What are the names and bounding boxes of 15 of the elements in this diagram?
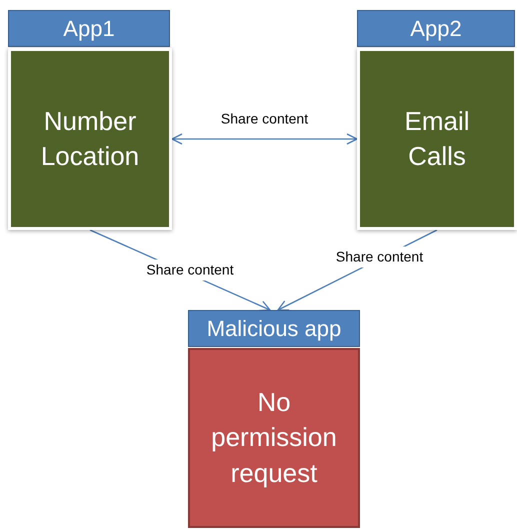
title-bar xyxy=(188,310,360,347)
box-text: Email Calls xyxy=(403,104,470,173)
box-text: Malicious app xyxy=(206,315,342,343)
content-box xyxy=(8,48,172,230)
box-text: App1 xyxy=(63,15,115,43)
edge-label: Share content xyxy=(334,246,426,268)
warning-box xyxy=(188,348,360,528)
content-box xyxy=(357,48,517,230)
box-text: Number Location xyxy=(40,104,140,173)
title-bar xyxy=(357,10,515,47)
arrow xyxy=(171,133,358,145)
title-bar xyxy=(8,10,170,47)
box-text: App2 xyxy=(410,15,462,43)
box-text: No permission request xyxy=(210,386,338,490)
edge-label: Share content xyxy=(144,260,236,280)
